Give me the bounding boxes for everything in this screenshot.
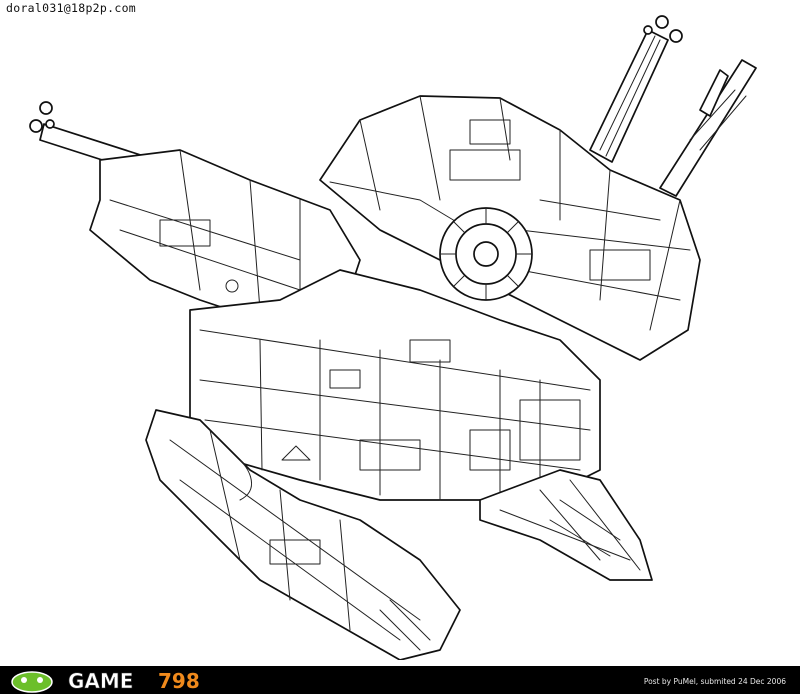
- logo-mascot-icon: [11, 671, 53, 693]
- mech-line-drawing: [29, 15, 757, 660]
- logo-text-game: GAME: [68, 669, 133, 693]
- right-boot: [479, 469, 653, 581]
- right-cannon: [589, 15, 757, 197]
- left-leg: [145, 409, 461, 660]
- footer-bar: GAME 798 Post by PuMel, submited 24 Dec …: [0, 666, 800, 694]
- email-watermark: doral031@18p2p.com: [6, 1, 137, 15]
- torso: [189, 269, 601, 501]
- gear-hub: [439, 207, 533, 301]
- game798-logo: GAME 798: [11, 669, 200, 693]
- post-credit: Post by PuMel, submited 24 Dec 2006: [643, 677, 786, 686]
- logo-text-number: 798: [158, 669, 200, 693]
- left-cannon-arm: [29, 101, 361, 331]
